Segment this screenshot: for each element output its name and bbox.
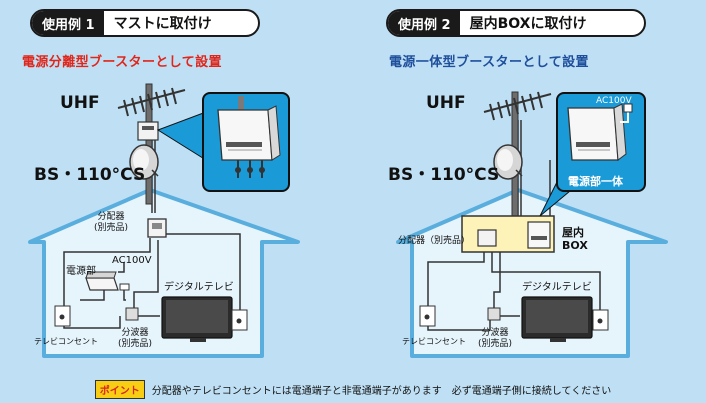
tv-2-icon — [521, 296, 593, 342]
outlet-1-right-icon — [231, 309, 248, 331]
mast-1 — [145, 83, 153, 205]
outlet-label-1: テレビコンセント — [34, 337, 98, 346]
ac-label-1: AC100V — [112, 255, 152, 266]
bs-dish-2-icon — [493, 144, 523, 180]
uhf-label-1: UHF — [60, 93, 100, 113]
booster-in-box-icon — [527, 221, 551, 249]
uhf-label-2: UHF — [426, 93, 466, 113]
splitter-2-icon — [477, 229, 497, 247]
outlet-1-left-icon — [54, 305, 71, 327]
divider-2-icon — [487, 307, 501, 321]
tv-label-2: デジタルテレビ — [522, 282, 592, 293]
ac-plug-1-icon — [119, 283, 130, 291]
example2-number: 使用例 2 — [388, 11, 460, 35]
bs-label-1: BS・110°CS — [34, 165, 146, 185]
power-unit-icon — [85, 271, 119, 291]
callout-pointer-1 — [156, 111, 207, 161]
uhf-antenna-2-icon — [483, 91, 552, 121]
uhf-antenna-1-icon — [117, 87, 186, 117]
splitter-label-2: 分配器（別売品） — [398, 236, 471, 246]
booster-closeup-2-icon — [567, 103, 633, 161]
box-label: 屋内 BOX — [562, 226, 588, 252]
integrated-label: 電源部一体 — [568, 175, 623, 188]
example1-header: 使用例 1 マストに取付け — [30, 9, 260, 37]
divider-label-2: 分波器 (別売品) — [478, 328, 513, 349]
outlet-2-right-icon — [592, 309, 609, 331]
example2-title: 屋内BOXに取付け — [469, 16, 587, 32]
bs-label-2: BS・110°CS — [388, 165, 500, 185]
example1-number: 使用例 1 — [32, 11, 104, 35]
example1-title: マストに取付け — [113, 16, 212, 32]
outlet-2-left-icon — [419, 305, 436, 327]
example2-header: 使用例 2 屋内BOXに取付け — [386, 9, 646, 37]
divider-label-1: 分波器 (別売品) — [118, 328, 153, 349]
power-unit-label: 電源部 — [66, 266, 96, 277]
example1-subtitle: 電源分離型ブースターとして設置 — [22, 55, 222, 70]
outlet-label-2: テレビコンセント — [402, 337, 466, 346]
tv-label-1: デジタルテレビ — [164, 282, 234, 293]
divider-1-icon — [125, 307, 139, 321]
example2-subtitle: 電源一体型ブースターとして設置 — [389, 55, 589, 70]
splitter-label-1: 分配器 (別売品) — [94, 212, 129, 233]
point-text: 分配器やテレビコンセントには電通端子と非電通端子があります 必ず電通端子側に接続… — [151, 386, 612, 397]
tv-1-icon — [161, 296, 233, 342]
point-note: ポイント 分配器やテレビコンセントには電通端子と非電通端子があります 必ず電通端… — [0, 376, 706, 403]
booster-closeup-1-icon — [217, 105, 281, 178]
booster-on-mast-1 — [137, 121, 159, 141]
ac-label-2: AC100V — [596, 96, 632, 106]
point-badge: ポイント — [94, 380, 145, 399]
bs-dish-1-icon — [129, 144, 159, 180]
